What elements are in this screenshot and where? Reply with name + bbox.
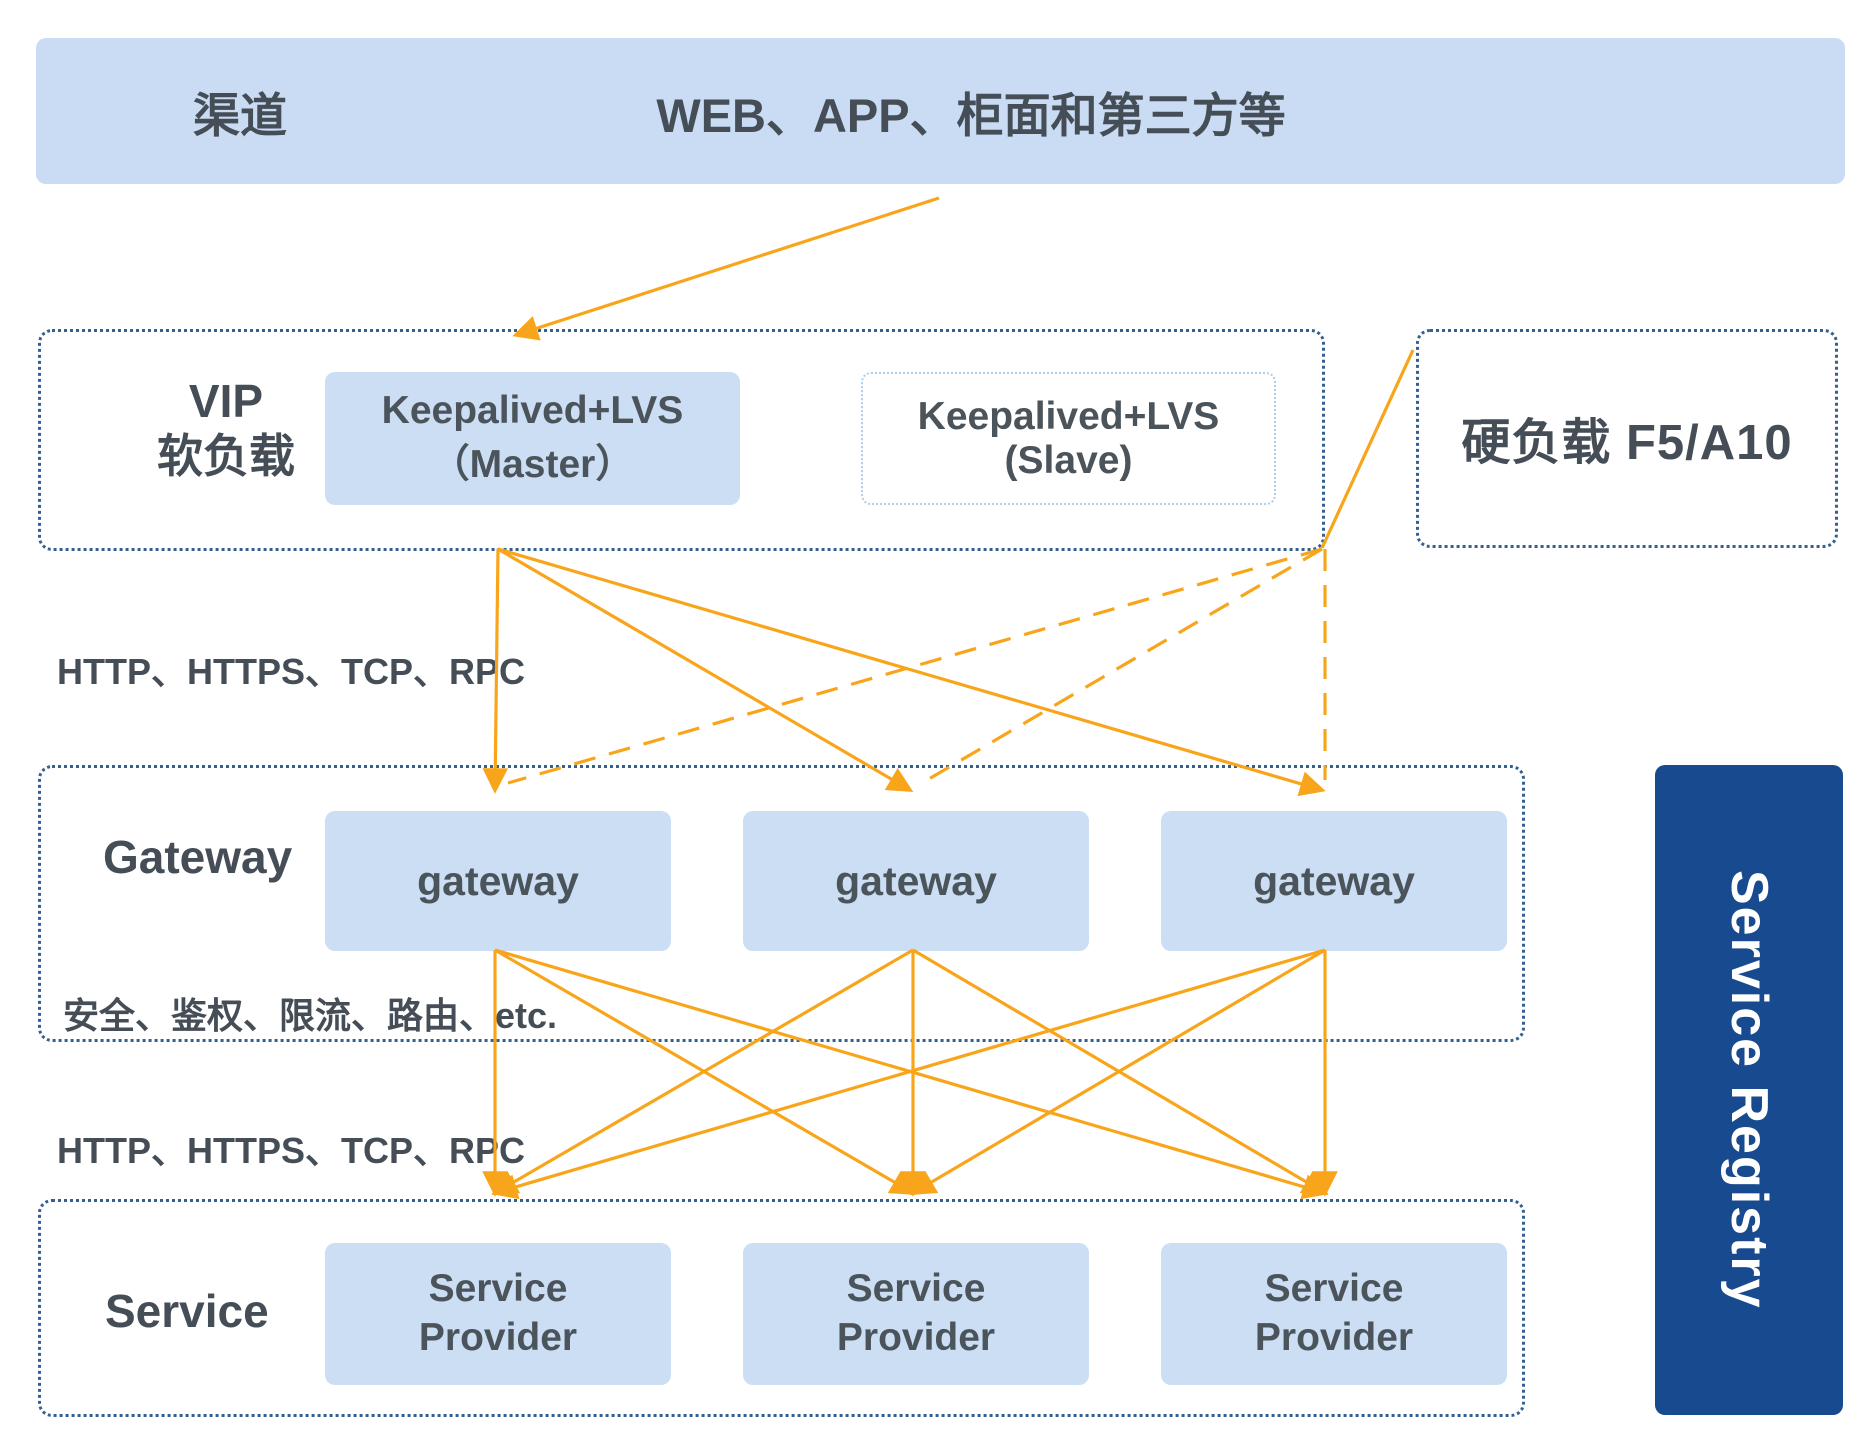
- sp2-line2: Provider: [836, 1316, 996, 1359]
- vip-label-line2: 软负载: [157, 430, 295, 483]
- protocols-label-bottom: HTTP、HTTPS、TCP、RPC: [57, 1130, 526, 1171]
- hard-lb-label: 硬负载 F5/A10: [1461, 416, 1793, 470]
- master-node-line1: Keepalived+LVS: [381, 388, 684, 432]
- line-f5-to-vip-corner: [1320, 349, 1415, 549]
- gateway-node-2: gateway: [743, 811, 1089, 951]
- service-registry-bar: Service Registry: [1655, 765, 1843, 1415]
- slave-node-line2: (Slave): [1004, 438, 1133, 482]
- sp2-line1: Service: [846, 1267, 986, 1311]
- dashed-arrow-f5-to-gateway-1: [507, 547, 1323, 785]
- arrow-master-to-gateway-2: [497, 547, 914, 792]
- vip-label-line1: VIP: [188, 375, 264, 427]
- sp1-line1: Service: [428, 1267, 568, 1311]
- sp1-line2: Provider: [418, 1316, 578, 1359]
- channel-bar-label: 渠道: [193, 88, 287, 142]
- gateway-node-1: gateway: [325, 811, 671, 951]
- keepalived-master-node: Keepalived+LVS （Master）: [325, 372, 740, 505]
- gateway-section: Gateway gateway gateway gateway 安全、鉴权、限流…: [38, 765, 1525, 1042]
- gateway-node-3: gateway: [1161, 811, 1507, 951]
- arrow-master-to-gateway-3: [497, 547, 1326, 797]
- channel-bar: 渠道 WEB、APP、柜面和第三方等: [36, 38, 1845, 184]
- sp3-line2: Provider: [1254, 1316, 1414, 1359]
- sp3-line1: Service: [1264, 1267, 1404, 1311]
- service-section-label: Service: [105, 1285, 269, 1337]
- service-registry-label: Service Registry: [1720, 870, 1778, 1310]
- master-node-line2: （Master）: [430, 442, 635, 486]
- slave-node-line1: Keepalived+LVS: [917, 394, 1220, 438]
- arrow-channel-to-vip: [512, 196, 940, 341]
- vip-softlb-section: VIP 软负载 Keepalived+LVS （Master） Keepaliv…: [38, 329, 1325, 551]
- service-section: Service Service Provider Service Provide…: [38, 1199, 1525, 1417]
- gateway-features-label: 安全、鉴权、限流、路由、etc.: [63, 995, 558, 1036]
- channel-bar-content: WEB、APP、柜面和第三方等: [656, 88, 1286, 142]
- vip-softlb-label: VIP 软负载: [101, 374, 351, 484]
- service-provider-node-3: Service Provider: [1161, 1243, 1507, 1385]
- service-provider-node-1: Service Provider: [325, 1243, 671, 1385]
- service-provider-node-2: Service Provider: [743, 1243, 1089, 1385]
- gateway-section-label: Gateway: [103, 831, 293, 883]
- keepalived-slave-node: Keepalived+LVS (Slave): [861, 372, 1276, 505]
- protocols-label-top: HTTP、HTTPS、TCP、RPC: [57, 651, 526, 692]
- hard-lb-f5-a10-box: 硬负载 F5/A10: [1416, 329, 1838, 548]
- dashed-arrow-f5-to-gateway-2: [921, 547, 1323, 785]
